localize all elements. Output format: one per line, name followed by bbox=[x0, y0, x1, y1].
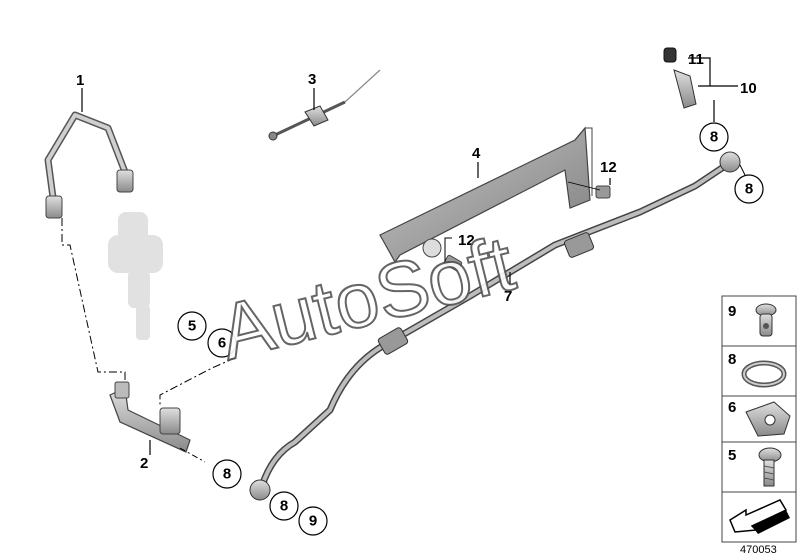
svg-text:6: 6 bbox=[218, 335, 226, 352]
svg-text:5: 5 bbox=[188, 318, 196, 335]
circle-label-8-top: 8 bbox=[699, 122, 729, 152]
bolt-part-3 bbox=[268, 69, 381, 141]
clip-icon bbox=[745, 401, 791, 437]
sensor-part-10 bbox=[663, 47, 697, 109]
svg-text:8: 8 bbox=[223, 466, 231, 483]
label-part-10: 10 bbox=[740, 80, 757, 97]
circle-label-8-bottom: 8 bbox=[269, 491, 299, 521]
svg-text:8: 8 bbox=[280, 498, 288, 515]
bolt-part-12b bbox=[595, 185, 611, 199]
legend-label-8: 8 bbox=[728, 351, 736, 368]
label-part-12b: 12 bbox=[600, 159, 617, 176]
label-part-11: 11 bbox=[688, 51, 704, 68]
figure-number: 470053 bbox=[740, 544, 777, 556]
bracket-part-2 bbox=[109, 381, 191, 453]
circle-label-6: 6 bbox=[207, 328, 237, 358]
label-part-4: 4 bbox=[472, 145, 481, 162]
screw-icon bbox=[758, 447, 782, 487]
pump-ghost-icon bbox=[108, 212, 163, 340]
circle-label-8-right: 8 bbox=[734, 174, 764, 204]
label-part-7: 7 bbox=[504, 288, 512, 305]
svg-text:8: 8 bbox=[745, 181, 753, 198]
label-part-2: 2 bbox=[140, 455, 148, 472]
circle-label-5: 5 bbox=[177, 311, 207, 341]
label-part-12a: 12 bbox=[458, 232, 475, 249]
sealing-ring-icon bbox=[741, 360, 787, 388]
svg-text:8: 8 bbox=[710, 129, 718, 146]
svg-text:9: 9 bbox=[309, 513, 317, 530]
pipe-part-1 bbox=[44, 111, 134, 219]
direction-arrow-icon bbox=[729, 499, 790, 534]
legend-label-6: 6 bbox=[728, 399, 736, 416]
rail-cover-part-4 bbox=[379, 126, 593, 264]
banjo-bolt-icon bbox=[755, 303, 777, 337]
legend-label-5: 5 bbox=[728, 447, 736, 464]
fitting-icon bbox=[116, 169, 134, 193]
circle-label-9: 9 bbox=[298, 506, 328, 536]
label-part-1: 1 bbox=[76, 72, 84, 89]
bolt-part-12a bbox=[422, 238, 463, 272]
circle-label-8-bottom-left: 8 bbox=[212, 459, 242, 489]
fuel-line-part-7 bbox=[249, 151, 741, 501]
legend-panel: 9 8 6 5 bbox=[721, 295, 797, 543]
fitting-icon bbox=[45, 195, 63, 219]
label-part-3: 3 bbox=[308, 71, 316, 88]
legend-label-9: 9 bbox=[728, 303, 736, 320]
